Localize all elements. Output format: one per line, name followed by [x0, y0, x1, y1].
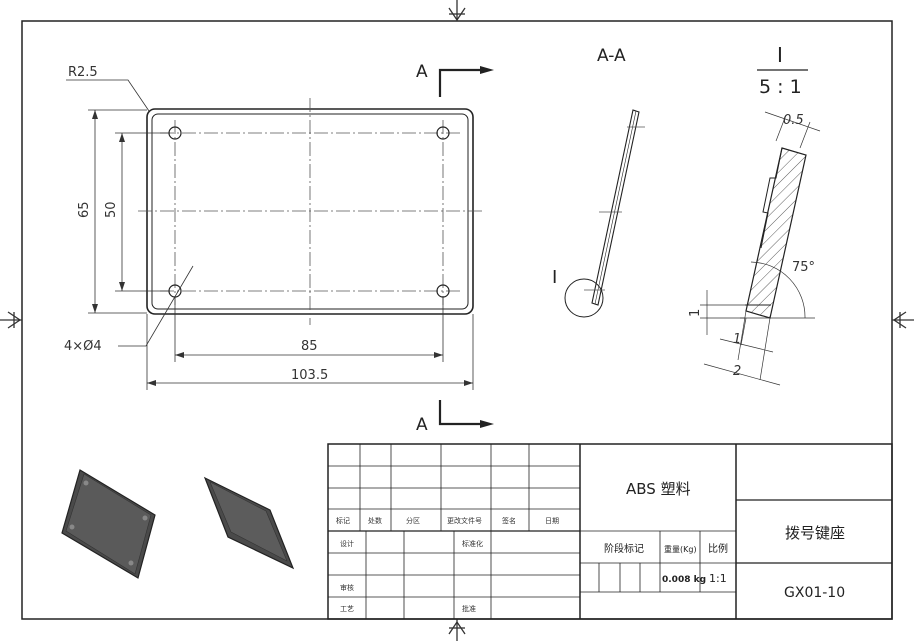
label-date: 日期: [545, 517, 559, 525]
label-standard: 标准化: [462, 539, 483, 548]
dim-step3: 2: [733, 364, 741, 379]
dim-step1: 1: [688, 309, 703, 317]
drawing-number: GX01-10: [784, 585, 845, 601]
weight-label: 重量(Kg): [664, 544, 697, 554]
dim-hole-spacing: 85: [301, 339, 318, 354]
drawing-frame: [21, 20, 893, 620]
scale-value: 1:1: [709, 572, 727, 585]
label-change-doc: 更改文件号: [447, 516, 482, 525]
section-letter-top: A: [416, 62, 428, 82]
title-block: [327, 443, 893, 620]
section-view: A-A I: [552, 46, 645, 318]
stage-label: 阶段标记: [604, 542, 644, 555]
center-mark-left: [0, 311, 22, 329]
label-count: 处数: [368, 516, 382, 525]
label-review: 审核: [340, 583, 354, 592]
label-process: 工艺: [340, 605, 354, 613]
scale-label: 比例: [708, 542, 728, 555]
section-mark-bottom: A: [416, 400, 494, 435]
dim-step2: 1: [733, 332, 741, 347]
label-design: 设计: [340, 539, 354, 548]
isometric-view-1: [61, 469, 156, 579]
hole-top-right: [436, 126, 450, 140]
dim-inner-height: 50: [104, 201, 119, 218]
material: ABS 塑料: [626, 480, 691, 498]
weight-value: 0.008 kg: [662, 575, 706, 585]
section-title: A-A: [597, 46, 626, 66]
label-sign: 签名: [502, 516, 516, 525]
dim-radius: R2.5: [68, 65, 98, 80]
section-mark-top: A: [416, 62, 494, 97]
detail-roman: I: [777, 43, 783, 67]
part-name: 拨号键座: [785, 524, 845, 542]
dim-holes: 4×Ø4: [64, 339, 102, 354]
detail-scale: 5 : 1: [759, 76, 802, 98]
title-block-text: 标记 处数 分区 更改文件号 签名 日期 设计 标准化 审核 工艺 批准 ABS…: [336, 480, 845, 613]
section-letter-bottom: A: [416, 415, 428, 435]
detail-callout-circle: [564, 278, 604, 318]
front-view: R2.5 65 50 4×Ø4 85 103.5: [64, 65, 482, 390]
detail-callout-label: I: [552, 267, 557, 288]
dim-angle: 75°: [792, 260, 815, 275]
label-mark: 标记: [336, 516, 350, 525]
center-mark-bottom: [448, 619, 466, 641]
label-zone: 分区: [406, 516, 420, 525]
label-approve: 批准: [462, 604, 476, 613]
dim-height: 65: [77, 201, 92, 218]
center-mark-right: [892, 311, 914, 329]
dim-thickness: 0.5: [783, 113, 804, 128]
center-mark-top: [448, 0, 466, 22]
dim-width: 103.5: [291, 368, 328, 383]
detail-view: I 5 : 1: [688, 43, 821, 386]
isometric-view-2: [203, 476, 295, 570]
